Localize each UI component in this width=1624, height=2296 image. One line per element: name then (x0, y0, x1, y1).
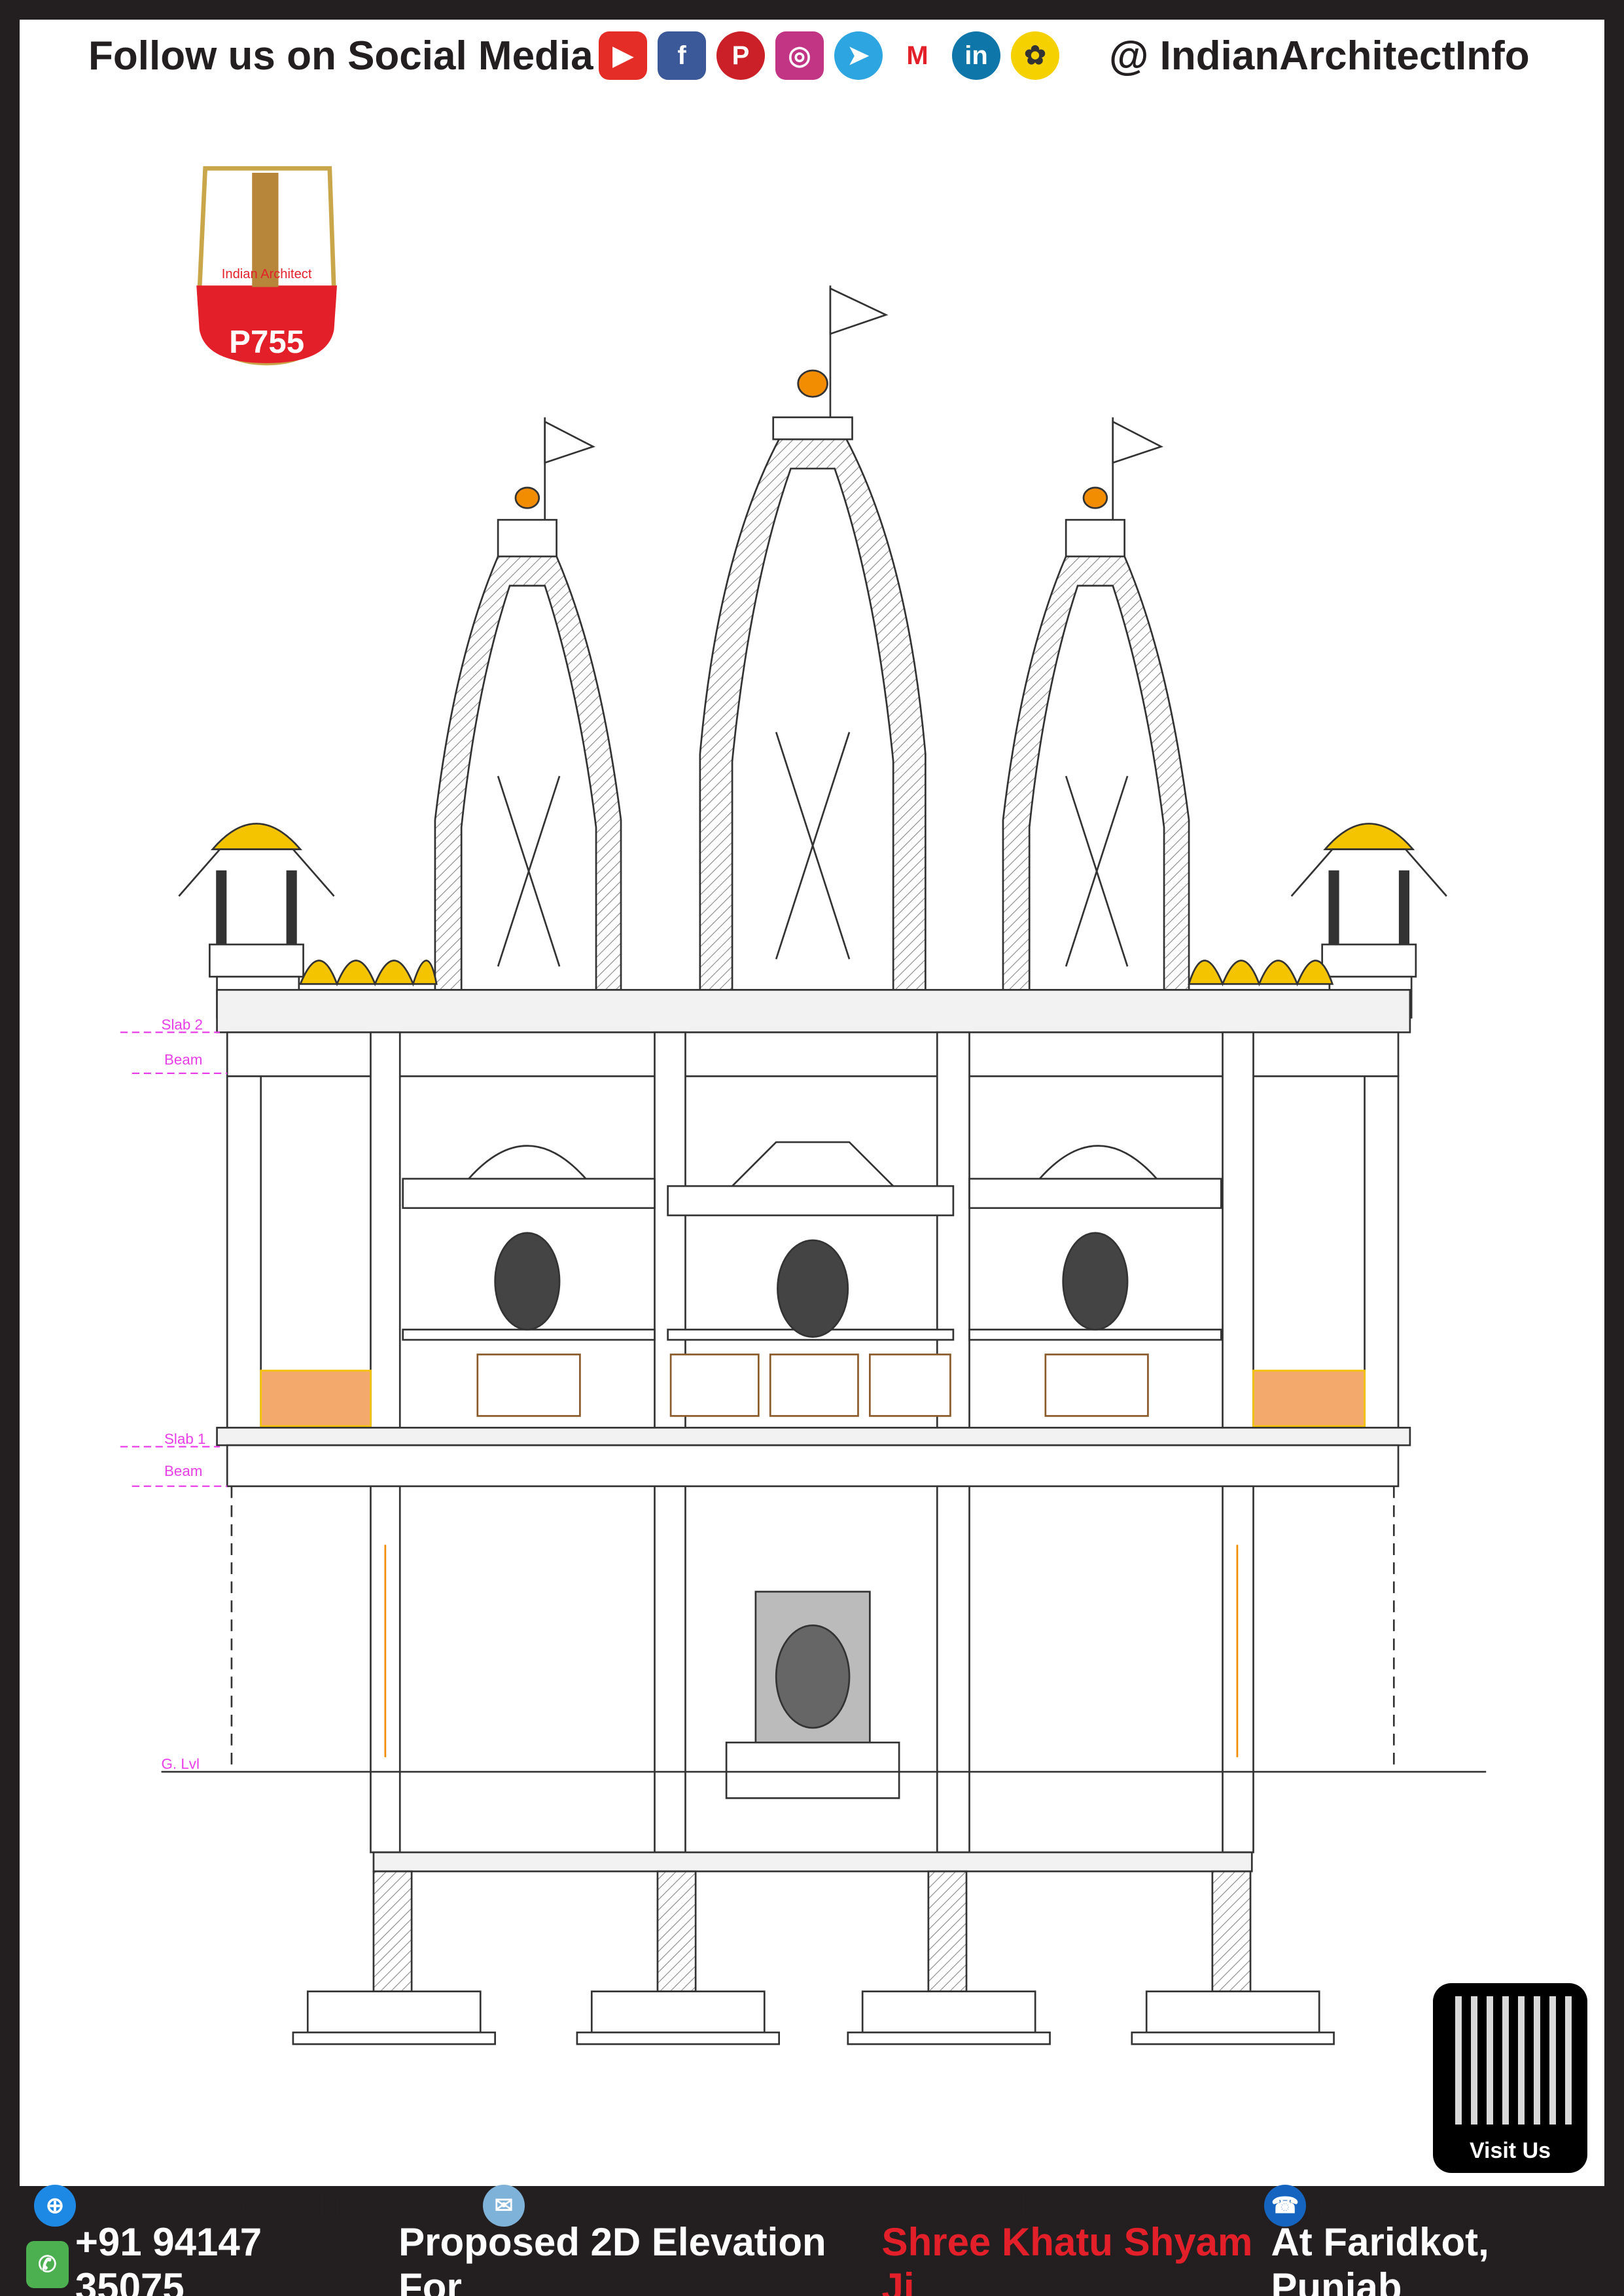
social-handle[interactable]: @IndianArchitec3 (987, 2187, 1264, 2224)
whatsapp-icon: ✆ (26, 2241, 69, 2288)
plinth-beam (372, 1851, 1253, 1873)
website-link[interactable]: www.IndianArchitect.info (82, 2187, 474, 2224)
upper-columns (226, 1031, 1400, 1429)
phone-icon: ☎ (1264, 2185, 1306, 2227)
label-beam-1: Beam (164, 1463, 202, 1479)
qr-code[interactable] (1446, 1996, 1574, 2125)
slab-2 (216, 989, 1411, 1033)
visit-us-label: Visit Us (1469, 2138, 1551, 2163)
handle-text: @ IndianArchitectInfo (1109, 33, 1530, 79)
shikhara-center (699, 285, 927, 991)
chhatri-right (1188, 823, 1447, 1019)
whatsapp-number[interactable]: +91 94147 35075 (75, 2220, 262, 2296)
instagram-icon[interactable]: ◎ (775, 31, 824, 80)
social-icons: ▶ f P ◎ ➤ M in ✿ (599, 31, 1059, 80)
logo-code: P755 (229, 324, 304, 360)
qr-code-visit-us[interactable]: Visit Us (1433, 1983, 1587, 2173)
shikhara-right (1002, 417, 1190, 991)
footings (292, 1870, 1335, 2045)
label-slab-2: Slab 2 (162, 1016, 203, 1033)
title-highlight: Shree Khatu Shyam Ji (881, 2220, 1253, 2296)
slab-1 (216, 1426, 1411, 1446)
deity-frame (725, 1590, 900, 1799)
footer-bar: ✆ +91 94147 35075 Proposed 2D Elevation … (26, 2220, 1604, 2296)
facebook-icon[interactable]: f (658, 31, 706, 80)
lower-columns (370, 1485, 1254, 1854)
koo-icon[interactable]: ✿ (1011, 31, 1059, 80)
moj-icon[interactable]: M (893, 31, 942, 80)
email-link[interactable]: Info@IndianArchitect.info (531, 2187, 930, 2224)
level-labels: Slab 2 Beam Slab 1 Beam G. Lvl (120, 1016, 228, 1772)
follow-text: Follow us on Social Media (88, 33, 593, 79)
pinterest-icon[interactable]: P (716, 31, 765, 80)
logo: P755 Indian Architect (196, 166, 338, 366)
label-beam-2: Beam (164, 1051, 202, 1067)
shrines (260, 1141, 1366, 1427)
label-slab-1: Slab 1 (164, 1431, 205, 1447)
shikhara-left (434, 417, 622, 991)
chhatri-left (178, 823, 438, 1019)
title-suffix: At Faridkot, Punjab (1271, 2220, 1489, 2296)
youtube-icon[interactable]: ▶ (599, 31, 647, 80)
title-prefix: Proposed 2D Elevation For (398, 2220, 826, 2296)
label-ground-level: G. Lvl (162, 1756, 200, 1772)
mail-icon: ✉ (483, 2185, 525, 2227)
globe-icon: ⊕ (34, 2185, 76, 2227)
beam-2 (226, 1031, 1400, 1077)
phone-number[interactable]: +91 1472 244802 (1313, 2187, 1568, 2224)
beam-1 (226, 1444, 1400, 1488)
linkedin-icon[interactable]: in (952, 31, 1000, 80)
logo-brand: Indian Architect (222, 267, 312, 281)
telegram-icon[interactable]: ➤ (834, 31, 883, 80)
